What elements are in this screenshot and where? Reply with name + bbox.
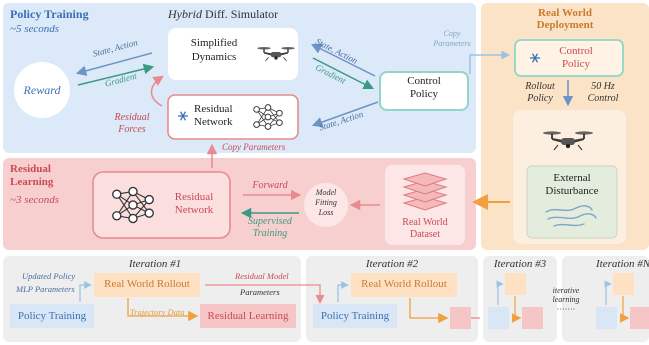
dataset-line2: Dataset — [410, 229, 440, 240]
rw-copy-params-line2: Parameters — [433, 39, 471, 48]
itern-title: Iteration #N — [596, 258, 649, 270]
iter1-residual-learning-box — [200, 304, 296, 328]
hz-control-line1: 50 Hz — [591, 81, 615, 92]
supervised-line2: Training — [252, 228, 288, 239]
copy-parameters-label: Copy Parameters — [222, 142, 286, 152]
iter2-title: Iteration #2 — [365, 258, 419, 270]
residual-learning-title-line1: Residual — [10, 163, 51, 175]
simplified-dynamics-box — [168, 28, 298, 80]
iter1-residual-learning-label: Residual Learning — [207, 310, 289, 322]
loss-line2: Fitting — [315, 198, 337, 207]
rl-network-line2: Network — [174, 204, 214, 216]
itern-rollout-box — [613, 273, 634, 295]
rollout-policy-line1: Rollout — [525, 81, 555, 92]
iter3-policy-box — [488, 307, 509, 329]
iter2-rollout-label: Real World Rollout — [361, 278, 447, 290]
hz-control-line2: Control — [587, 93, 619, 104]
iter2-residual-box — [450, 307, 471, 329]
simulator-title: Hybrid Diff. Simulator — [168, 8, 278, 20]
itern-residual-box — [630, 307, 649, 329]
simulator-hybrid: Hybrid — [168, 7, 202, 21]
residual-network-box — [167, 94, 299, 140]
external-disturbance-line2: Disturbance — [545, 185, 599, 197]
rw-control-policy-line1: Control — [559, 45, 593, 57]
mlp-parameters-label: MLP Parameters — [16, 284, 75, 294]
external-disturbance-box — [526, 165, 618, 239]
control-policy-box — [379, 71, 469, 111]
iter2-policy-training-box — [313, 304, 397, 328]
rl-residual-network-box — [92, 171, 231, 239]
wind-icon — [545, 205, 597, 227]
supervised-line1: Supervised — [248, 216, 292, 227]
loss-node — [304, 183, 348, 227]
rw-control-policy-line2: Policy — [561, 58, 591, 70]
iter3-rollout-box — [505, 273, 526, 295]
external-disturbance-line1: External — [553, 172, 591, 184]
iter3-title: Iteration #3 — [493, 258, 547, 270]
residual-model-line2: Parameters — [240, 287, 280, 297]
iter2-rollout-box — [351, 273, 457, 297]
residual-learning-time: ~3 seconds — [10, 194, 60, 206]
iter1-rollout-label: Real World Rollout — [104, 278, 190, 290]
reward-node — [14, 62, 70, 118]
real-world-title-line2: Deployment — [536, 19, 594, 31]
residual-learning-title-line2: Learning — [10, 176, 54, 188]
iter3-residual-box — [522, 307, 543, 329]
iter2-policy-training-label: Policy Training — [320, 310, 390, 322]
residual-network-line2: Network — [194, 116, 233, 128]
simulator-rest: Diff. Simulator — [205, 7, 279, 21]
loss-line3: Loss — [318, 208, 334, 217]
rw-control-policy-box — [514, 39, 624, 77]
rl-network-line1: Residual — [174, 191, 214, 203]
iterative-line2: learning — [552, 295, 580, 304]
iter1-policy-training-box — [10, 304, 94, 328]
iterative-ellipsis: ······· — [556, 305, 576, 314]
residual-forces-line1: Residual — [114, 112, 150, 123]
residual-network-line1: Residual — [194, 103, 233, 115]
itern-policy-box — [596, 307, 617, 329]
residual-forces-line2: Forces — [118, 124, 146, 135]
real-world-title-line1: Real World — [538, 7, 592, 19]
control-policy-line2: Policy — [409, 88, 439, 100]
forward-label: Forward — [252, 180, 288, 191]
iter1-title: Iteration #1 — [128, 258, 182, 270]
iter1-policy-training-label: Policy Training — [17, 310, 87, 322]
control-policy-line1: Control — [407, 75, 441, 87]
rw-copy-params-line1: Copy — [443, 29, 461, 38]
policy-training-title: Policy Training — [10, 7, 89, 21]
residual-model-line1: Residual Model — [235, 271, 289, 281]
updated-policy-label: Updated Policy — [22, 271, 76, 281]
iter1-rollout-box — [94, 273, 200, 297]
dataset-stack-icon — [402, 172, 448, 211]
rollout-policy-line2: Policy — [527, 93, 553, 104]
loss-line1: Model — [315, 188, 337, 197]
iterative-line1: iterative — [552, 286, 580, 295]
trajectory-data-label: Trajectory Data — [130, 307, 185, 317]
simplified-dynamics-line2: Dynamics — [191, 51, 237, 63]
dataset-line1: Real World — [402, 217, 448, 228]
reward-label: Reward — [23, 83, 61, 97]
simplified-dynamics-line1: Simplified — [190, 37, 238, 49]
policy-training-time: ~5 seconds — [10, 23, 60, 35]
